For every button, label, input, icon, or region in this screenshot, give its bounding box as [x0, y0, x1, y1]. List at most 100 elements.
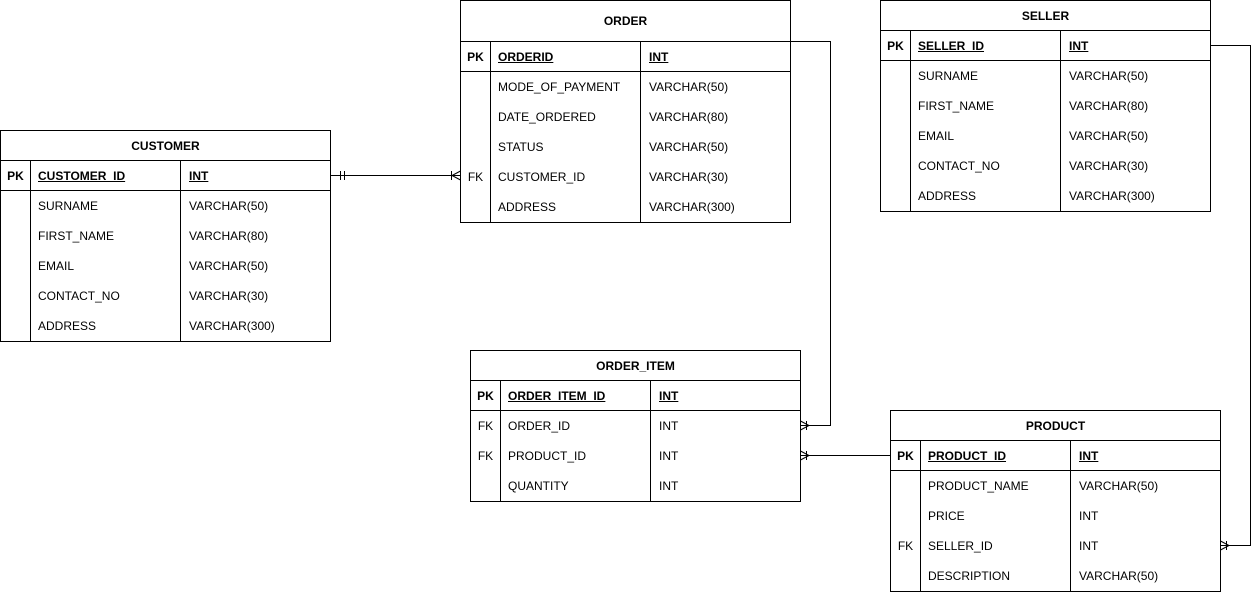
entity-row: DESCRIPTION VARCHAR(50): [891, 561, 1220, 591]
key-label: FK: [891, 531, 921, 561]
key-label: [1, 311, 31, 341]
key-label: [471, 471, 501, 501]
entity-row: SURNAME VARCHAR(50): [1, 191, 330, 221]
attribute-type: INT: [649, 49, 669, 64]
attribute-type: INT: [189, 168, 209, 183]
relation-product-orderitem[interactable]: [800, 450, 891, 461]
attribute-type: INT: [1079, 509, 1099, 523]
attribute-type: VARCHAR(30): [1069, 159, 1149, 173]
entity-title: PRODUCT: [891, 411, 1220, 441]
attribute-type: INT: [659, 388, 679, 403]
entity-seller[interactable]: SELLER PK SELLER_ID INT SURNAME VARCHAR(…: [880, 0, 1211, 212]
attribute-type: VARCHAR(50): [189, 199, 269, 213]
attribute-name: CUSTOMER_ID: [491, 162, 641, 192]
attribute-name: ORDERID: [491, 42, 641, 71]
entity-order[interactable]: ORDER PK ORDERID INT MODE_OF_PAYMENT VAR…: [460, 0, 791, 223]
entity-row: PK PRODUCT_ID INT: [891, 441, 1220, 471]
attribute-name: PRODUCT_ID: [921, 441, 1071, 470]
key-label: [891, 501, 921, 531]
attribute-name: SELLER_ID: [911, 31, 1061, 60]
attribute-name: ORDER_ID: [501, 411, 651, 441]
attribute-name: SURNAME: [31, 191, 181, 221]
attribute-type: VARCHAR(50): [649, 140, 729, 154]
key-label: [881, 61, 911, 91]
entity-row: PK ORDER_ITEM_ID INT: [471, 381, 800, 411]
key-label: [881, 91, 911, 121]
entity-title: ORDER: [461, 1, 790, 42]
key-label: [881, 151, 911, 181]
attribute-type: VARCHAR(50): [1079, 479, 1159, 493]
entity-title: ORDER_ITEM: [471, 351, 800, 381]
entity-row: FK SELLER_ID INT: [891, 531, 1220, 561]
entity-title: SELLER: [881, 1, 1210, 31]
entity-row: DATE_ORDERED VARCHAR(80): [461, 102, 790, 132]
entity-row: PK SELLER_ID INT: [881, 31, 1210, 61]
attribute-name: STATUS: [491, 132, 641, 162]
attribute-name: ADDRESS: [31, 311, 181, 341]
key-label: FK: [461, 162, 491, 192]
attribute-type: VARCHAR(80): [1069, 99, 1149, 113]
entity-row: PK ORDERID INT: [461, 42, 790, 72]
attribute-type: VARCHAR(50): [1079, 569, 1159, 583]
entity-row: EMAIL VARCHAR(50): [881, 121, 1210, 151]
attribute-name: CONTACT_NO: [31, 281, 181, 311]
attribute-name: PRICE: [921, 501, 1071, 531]
attribute-name: DATE_ORDERED: [491, 102, 641, 132]
attribute-type: INT: [659, 419, 679, 433]
attribute-name: CUSTOMER_ID: [31, 161, 181, 190]
entity-row: STATUS VARCHAR(50): [461, 132, 790, 162]
key-label: PK: [461, 42, 491, 71]
attribute-name: ADDRESS: [911, 181, 1061, 211]
attribute-name: FIRST_NAME: [911, 91, 1061, 121]
attribute-name: SURNAME: [911, 61, 1061, 91]
key-label: [461, 102, 491, 132]
entity-row: ADDRESS VARCHAR(300): [1, 311, 330, 341]
entity-row: MODE_OF_PAYMENT VARCHAR(50): [461, 72, 790, 102]
entity-product[interactable]: PRODUCT PK PRODUCT_ID INT PRODUCT_NAME V…: [890, 410, 1221, 592]
key-label: PK: [1, 161, 31, 190]
attribute-name: EMAIL: [911, 121, 1061, 151]
attribute-type: VARCHAR(80): [649, 110, 729, 124]
attribute-type: INT: [1079, 448, 1099, 463]
attribute-type: VARCHAR(80): [189, 229, 269, 243]
attribute-name: ADDRESS: [491, 192, 641, 222]
attribute-name: CONTACT_NO: [911, 151, 1061, 181]
key-label: [891, 471, 921, 501]
entity-row: PK CUSTOMER_ID INT: [1, 161, 330, 191]
key-label: [1, 281, 31, 311]
key-label: [1, 251, 31, 281]
attribute-name: ORDER_ITEM_ID: [501, 381, 651, 410]
entity-row: FK CUSTOMER_ID VARCHAR(30): [461, 162, 790, 192]
entity-order-item[interactable]: ORDER_ITEM PK ORDER_ITEM_ID INT FK ORDER…: [470, 350, 801, 502]
attribute-type: VARCHAR(30): [189, 289, 269, 303]
attribute-type: VARCHAR(50): [1069, 129, 1149, 143]
attribute-name: DESCRIPTION: [921, 561, 1071, 591]
entity-row: QUANTITY INT: [471, 471, 800, 501]
key-label: [1, 191, 31, 221]
entity-row: FIRST_NAME VARCHAR(80): [1, 221, 330, 251]
key-label: [461, 72, 491, 102]
attribute-name: FIRST_NAME: [31, 221, 181, 251]
entity-row: PRICE INT: [891, 501, 1220, 531]
key-label: FK: [471, 441, 501, 471]
relation-customer-order[interactable]: [330, 170, 461, 181]
entity-row: SURNAME VARCHAR(50): [881, 61, 1210, 91]
attribute-name: PRODUCT_ID: [501, 441, 651, 471]
key-label: [461, 132, 491, 162]
attribute-type: INT: [1069, 38, 1089, 53]
attribute-name: SELLER_ID: [921, 531, 1071, 561]
key-label: [461, 192, 491, 222]
entity-customer[interactable]: CUSTOMER PK CUSTOMER_ID INT SURNAME VARC…: [0, 130, 331, 342]
entity-row: EMAIL VARCHAR(50): [1, 251, 330, 281]
key-label: [881, 121, 911, 151]
key-label: [1, 221, 31, 251]
attribute-type: VARCHAR(50): [649, 80, 729, 94]
key-label: PK: [881, 31, 911, 60]
attribute-type: VARCHAR(300): [649, 200, 735, 214]
entity-row: CONTACT_NO VARCHAR(30): [881, 151, 1210, 181]
key-label: [881, 181, 911, 211]
attribute-name: MODE_OF_PAYMENT: [491, 72, 641, 102]
key-label: [891, 561, 921, 591]
attribute-type: INT: [659, 449, 679, 463]
entity-row: ADDRESS VARCHAR(300): [461, 192, 790, 222]
